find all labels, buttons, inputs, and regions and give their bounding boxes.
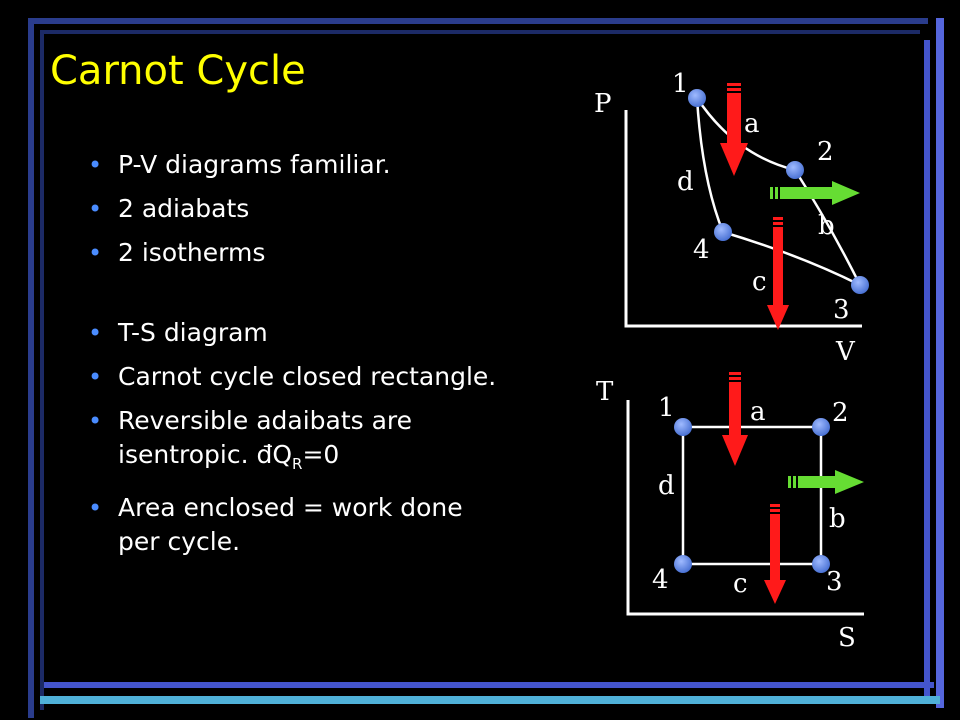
frame-bar-right <box>924 40 930 700</box>
ts-x-axis-label: S <box>838 623 856 653</box>
bullet-item: 2 adiabats <box>84 192 504 226</box>
ts-process-label-d: d <box>658 471 675 501</box>
frame-bar-bottom-cyan <box>40 696 940 704</box>
bullet-text-tail: =0 <box>302 440 340 469</box>
pv-x-axis-label: V <box>835 337 856 367</box>
ts-y-axis-label: T <box>596 377 614 407</box>
ts-cycle-rectangle <box>681 425 823 566</box>
pv-vertex-4 <box>714 223 732 241</box>
bullet-item: T-S diagram <box>84 316 504 350</box>
ts-vertex-3 <box>812 555 830 573</box>
ts-process-label-b: b <box>829 504 846 534</box>
pv-point-label-4: 4 <box>693 235 710 265</box>
frame-bar-top-left <box>28 18 34 718</box>
pv-y-axis-label: P <box>594 89 612 119</box>
ts-work-out-arrow <box>788 470 864 494</box>
ts-process-label-a: a <box>750 397 766 427</box>
ts-vertex-2 <box>812 418 830 436</box>
bullet-item: Carnot cycle closed rectangle. <box>84 360 504 394</box>
ts-diagram: T S <box>596 372 864 653</box>
ts-point-label-2: 2 <box>832 398 849 428</box>
pv-process-label-b: b <box>818 211 835 241</box>
frame-bar-bottom <box>44 682 934 688</box>
ts-heat-in-arrow <box>722 372 748 466</box>
pv-point-label-3: 3 <box>833 295 850 325</box>
bullet-list: P-V diagrams familiar. 2 adiabats 2 isot… <box>84 148 504 569</box>
pv-heat-out-arrow <box>767 217 789 330</box>
ts-point-label-3: 3 <box>826 567 843 597</box>
pv-vertex-3 <box>851 276 869 294</box>
pv-work-out-arrow <box>770 181 860 205</box>
ts-vertex-4 <box>674 555 692 573</box>
bullet-item: Area enclosed = work done per cycle. <box>84 491 504 559</box>
pv-heat-in-arrow <box>720 83 748 176</box>
pv-process-label-d: d <box>677 167 694 197</box>
slide-title: Carnot Cycle <box>50 48 306 94</box>
pv-vertex-2 <box>786 161 804 179</box>
bullet-item: Reversible adaibats are isentropic. đQR=… <box>84 404 504 481</box>
pv-process-label-a: a <box>744 109 760 139</box>
frame-bar-top-2 <box>40 30 920 34</box>
bullet-item: P-V diagrams familiar. <box>84 148 504 182</box>
pv-curve-b <box>793 169 862 286</box>
pv-diagram: P V <box>594 69 869 367</box>
subscript: R <box>292 455 303 473</box>
ts-point-label-4: 4 <box>652 565 669 595</box>
pv-axes <box>624 110 862 328</box>
pv-curve-c <box>722 230 861 287</box>
bullet-text: Reversible adaibats are isentropic. đQ <box>118 406 413 469</box>
pv-vertex-1 <box>688 89 706 107</box>
pv-point-label-1: 1 <box>672 69 689 99</box>
ts-process-label-c: c <box>733 569 748 599</box>
frame-bar-right-2 <box>936 18 944 708</box>
pv-curve-d <box>695 97 725 233</box>
ts-axes <box>626 400 864 616</box>
ts-heat-out-arrow <box>764 504 786 604</box>
frame-bar-left-2 <box>40 30 44 710</box>
frame-bar-top <box>28 18 928 24</box>
ts-vertex-1 <box>674 418 692 436</box>
bullet-item: 2 isotherms <box>84 236 504 270</box>
ts-point-label-1: 1 <box>658 393 675 423</box>
pv-point-label-2: 2 <box>817 137 834 167</box>
pv-process-label-c: c <box>752 267 767 297</box>
